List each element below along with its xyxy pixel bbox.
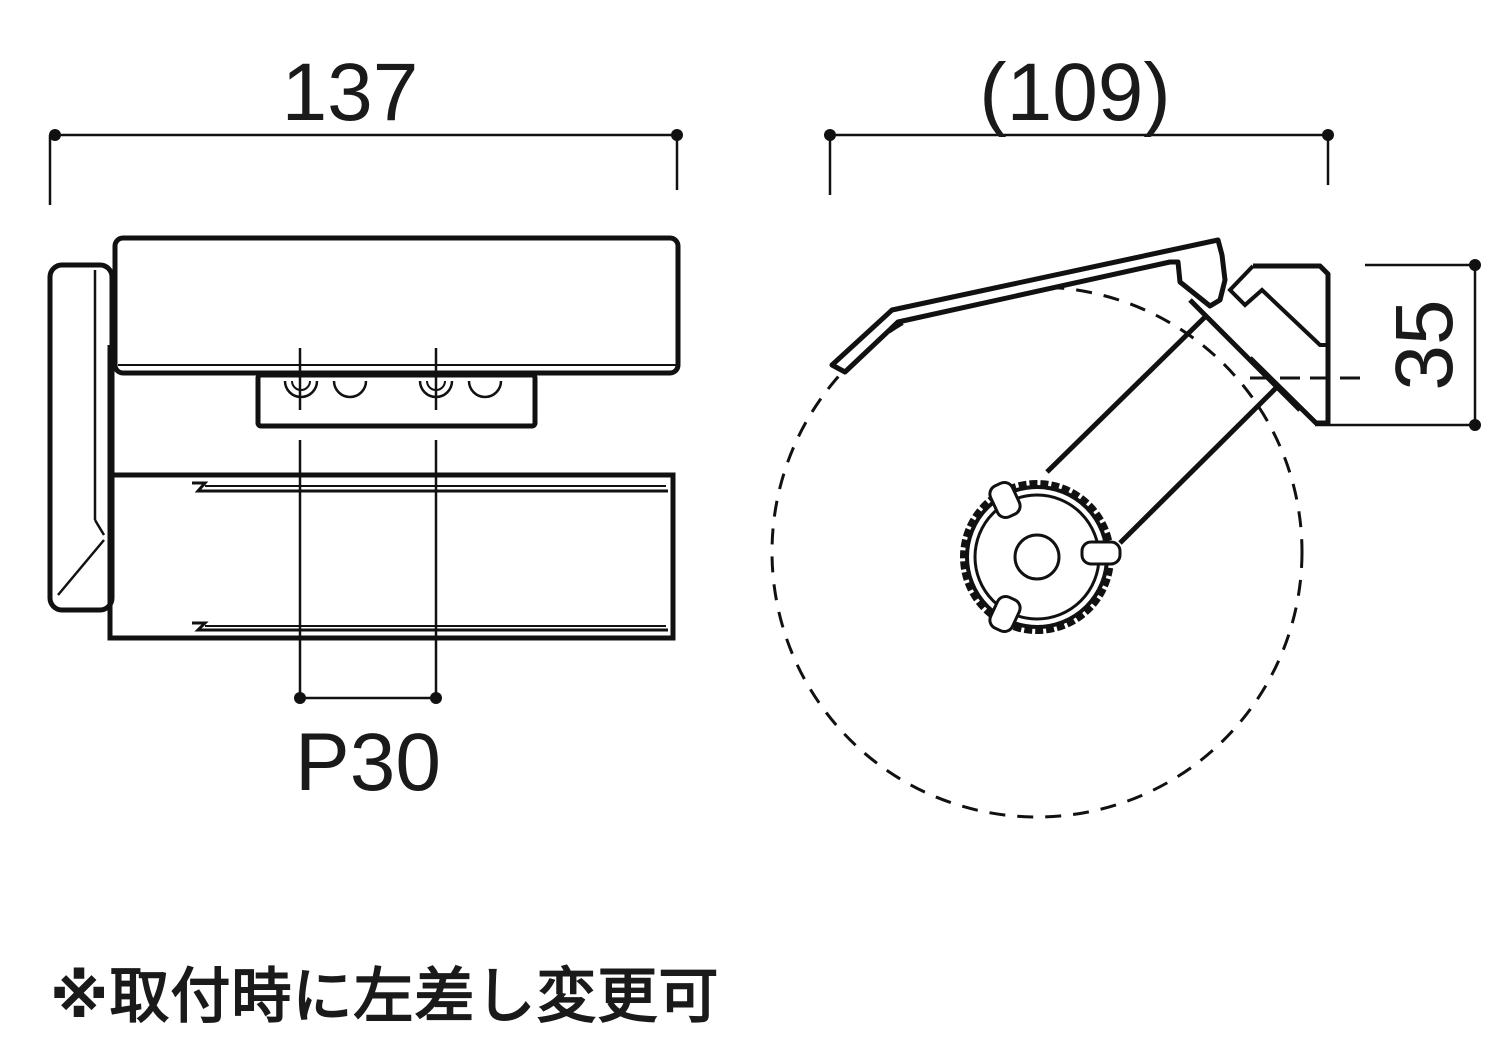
installation-note: ※取付時に左差し変更可 <box>50 962 720 1032</box>
width-dimension-line <box>48 129 683 205</box>
side-view: (109) <box>770 47 1481 819</box>
width-dimension-label: 137 <box>282 47 419 138</box>
height-dimension-label: 35 <box>1379 299 1470 390</box>
paper-roll-outline <box>770 285 1304 819</box>
holder-body <box>47 235 681 641</box>
pitch-center-lines <box>294 348 442 704</box>
pitch-dimension-label: P30 <box>295 717 441 808</box>
cover <box>829 237 1228 375</box>
depth-dimension-label: (109) <box>979 47 1170 138</box>
wall-bracket <box>1227 263 1331 426</box>
front-view: 137 <box>47 47 683 808</box>
depth-dimension-line <box>824 129 1334 195</box>
roll-hub <box>960 480 1122 634</box>
height-dimension-line <box>1315 259 1481 431</box>
